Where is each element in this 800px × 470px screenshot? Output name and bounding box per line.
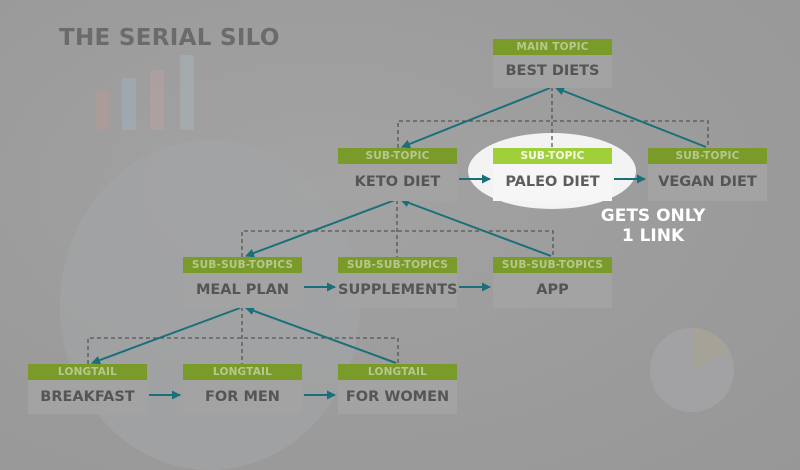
node-vegan-diet: SUB-TOPIC VEGAN DIET xyxy=(648,148,767,201)
diagram-title: THE SERIAL SILO xyxy=(59,25,280,51)
node-label: SUPPLEMENTS xyxy=(338,273,457,308)
node-tag: SUB-SUB-TOPICS xyxy=(338,257,457,273)
background-bar-chart-decoration xyxy=(90,55,200,130)
node-keto-diet: SUB-TOPIC KETO DIET xyxy=(338,148,457,201)
node-app: SUB-SUB-TOPICS APP xyxy=(493,257,612,308)
node-meal-plan: SUB-SUB-TOPICS MEAL PLAN xyxy=(183,257,302,308)
callout-text: GETS ONLY 1 LINK xyxy=(583,206,723,246)
node-main-topic: MAIN TOPIC BEST DIETS xyxy=(493,39,612,88)
node-label: APP xyxy=(493,273,612,308)
node-label: BEST DIETS xyxy=(493,55,612,88)
node-supplements: SUB-SUB-TOPICS SUPPLEMENTS xyxy=(338,257,457,308)
node-label: PALEO DIET xyxy=(493,164,612,201)
node-tag: SUB-TOPIC xyxy=(648,148,767,164)
node-label: FOR MEN xyxy=(183,380,302,414)
node-tag: SUB-TOPIC xyxy=(338,148,457,164)
node-tag: MAIN TOPIC xyxy=(493,39,612,55)
node-tag: LONGTAIL xyxy=(338,364,457,380)
node-tag: SUB-SUB-TOPICS xyxy=(493,257,612,273)
node-label: MEAL PLAN xyxy=(183,273,302,308)
node-paleo-diet: SUB-TOPIC PALEO DIET xyxy=(493,148,612,201)
node-tag: LONGTAIL xyxy=(183,364,302,380)
node-tag: SUB-TOPIC xyxy=(493,148,612,164)
node-tag: SUB-SUB-TOPICS xyxy=(183,257,302,273)
node-breakfast: LONGTAIL BREAKFAST xyxy=(28,364,147,414)
node-for-men: LONGTAIL FOR MEN xyxy=(183,364,302,414)
node-for-women: LONGTAIL FOR WOMEN xyxy=(338,364,457,414)
node-label: VEGAN DIET xyxy=(648,164,767,201)
node-label: KETO DIET xyxy=(338,164,457,201)
node-tag: LONGTAIL xyxy=(28,364,147,380)
node-label: BREAKFAST xyxy=(28,380,147,414)
callout-line-2: 1 LINK xyxy=(621,226,685,246)
callout-line-1: GETS ONLY xyxy=(600,206,706,226)
background-pie-decoration xyxy=(650,328,734,412)
node-label: FOR WOMEN xyxy=(338,380,457,414)
